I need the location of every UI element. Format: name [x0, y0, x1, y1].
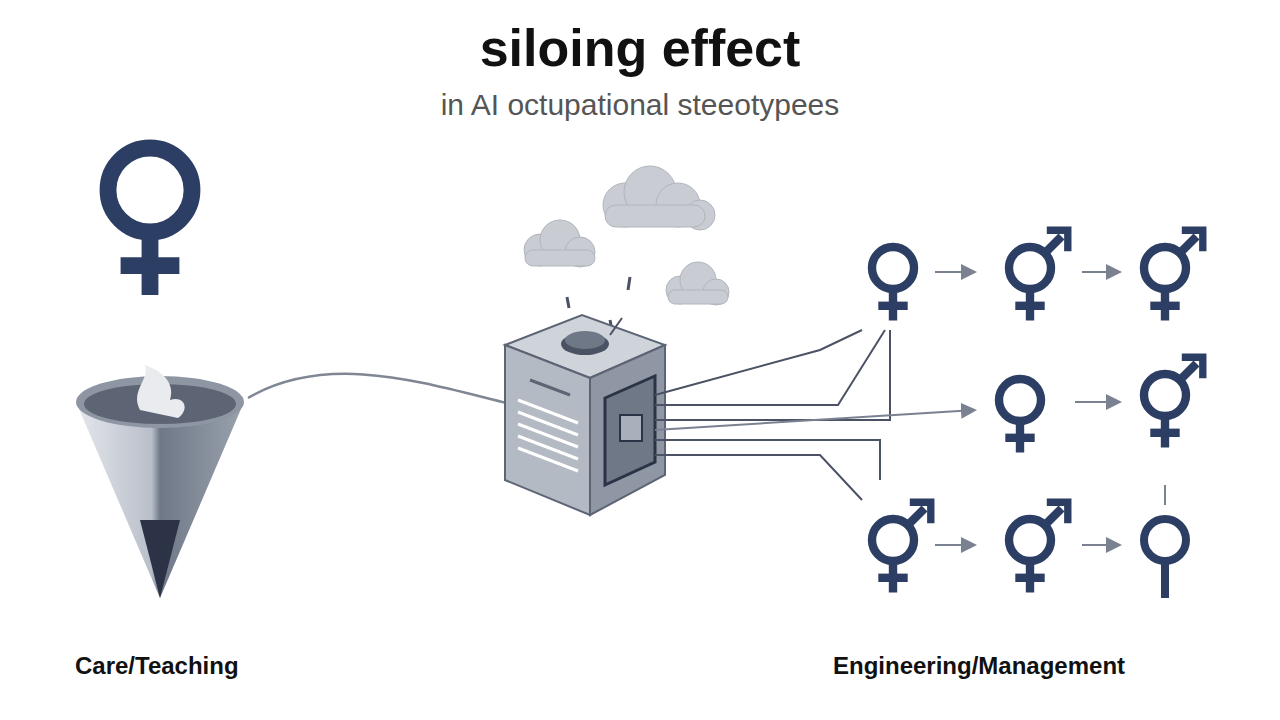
category-label: Care/Teaching — [75, 652, 239, 680]
arrows — [935, 272, 1120, 545]
ai-box — [505, 315, 665, 515]
mixed-symbol — [1144, 357, 1203, 447]
female-symbol — [108, 148, 192, 295]
cable — [248, 374, 515, 405]
wires — [655, 330, 975, 500]
mixed-symbol — [1144, 230, 1203, 320]
subtitle: in AI octupational steeotypees — [441, 88, 840, 122]
clouds — [524, 166, 729, 305]
funnel — [76, 365, 244, 598]
mixed-symbol — [1009, 230, 1068, 320]
female-symbol — [872, 247, 914, 321]
mixed-symbol — [872, 502, 931, 592]
neutral-symbol — [1144, 519, 1186, 598]
category-label: Engineering/Management — [833, 652, 1125, 680]
title: siloing effect — [480, 18, 801, 78]
mixed-symbol — [1009, 502, 1068, 592]
connector-line — [1164, 485, 1166, 505]
female-symbol — [999, 379, 1041, 453]
